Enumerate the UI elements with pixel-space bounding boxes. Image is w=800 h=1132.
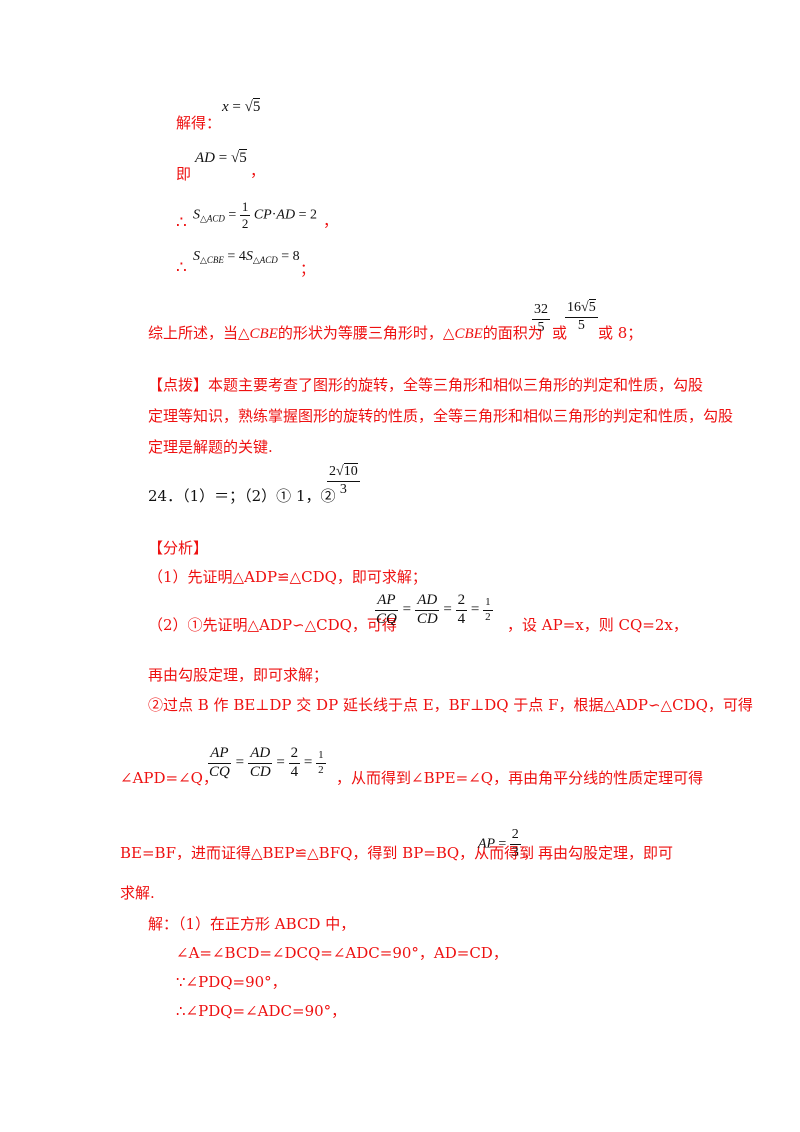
comma: ， (250, 162, 266, 180)
analysis-p2b: ，设 AP=x，则 CQ=2x， (507, 616, 688, 634)
analysis-p2a: （2）①先证明△ADP∽△CDQ，可得 (148, 616, 397, 634)
therefore-symbol: ∴ (176, 213, 187, 233)
q24-answer-head: 24．（1）＝；（2）① 1，② (148, 487, 336, 505)
summary-text: 综上所述，当△CBE的形状为等腰三角形时，△CBE的面积为 (148, 322, 543, 343)
analysis-p6b: ，再由勾股定理，即可 (523, 844, 674, 862)
summary-part: 综上所述，当△ (148, 324, 250, 342)
summary-part: 的形状为等腰三角形时，△ (277, 324, 455, 342)
summary-triangle: CBE (454, 326, 483, 342)
line-solve-x: 解得： (176, 112, 221, 133)
solution-s4: ∴∠PDQ=∠ADC=90°， (176, 1002, 347, 1020)
analysis-p6a: BE=BF，进而证得△BEP≌△BFQ，得到 BP=BQ，从而得到 (120, 844, 535, 862)
or-text: 或 (552, 324, 568, 342)
solution-s1: 解：（1）在正方形 ABCD 中， (148, 915, 356, 933)
solution-s2: ∠A=∠BCD=∠DCQ=∠ADC=90°，AD=CD， (176, 944, 508, 962)
therefore-symbol: ∴ (176, 258, 187, 278)
analysis-p5b: ，从而得到∠BPE=∠Q，再由角平分线的性质定理可得 (336, 769, 704, 787)
eq-x-sqrt5: x = √5 (222, 98, 261, 115)
analysis-p5a: ∠APD=∠Q， (120, 769, 218, 787)
tip-line-1: 【点拨】本题主要考查了图形的旋转，全等三角形和相似三角形的判定和性质，勾股 (148, 376, 704, 394)
eq-area-cbe: S△CBE = 4S△ACD = 8 (193, 249, 300, 265)
analysis-p7: 求解. (120, 884, 155, 902)
line-ad: 即 (176, 163, 191, 184)
analysis-p3: 再由勾股定理，即可求解； (148, 666, 329, 684)
solution-s3: ∵∠PDQ=90°， (176, 973, 287, 991)
analysis-p1: （1）先证明△ADP≌△CDQ，即可求解； (148, 568, 427, 586)
analysis-title: 【分析】 (148, 539, 209, 557)
line-prefix: 即 (176, 165, 192, 183)
analysis-p4: ②过点 B 作 BE⊥DP 交 DP 延长线于点 E，BF⊥DQ 于点 F，根据… (148, 696, 753, 714)
summary-part: 的面积为 (482, 324, 543, 342)
summary-triangle: CBE (249, 326, 278, 342)
comma: ， (323, 212, 339, 230)
eq-ad-sqrt5: AD = √5 (195, 149, 247, 166)
or-text-8: 或 8； (598, 324, 643, 342)
solve-label: 解得： (176, 114, 222, 132)
tip-line-2: 定理等知识，熟练掌握图形的旋转的性质，全等三角形和相似三角形的判定和性质，勾股 (148, 407, 734, 425)
tip-line-3: 定理是解题的关键. (148, 438, 273, 456)
semicolon: ； (300, 260, 316, 278)
